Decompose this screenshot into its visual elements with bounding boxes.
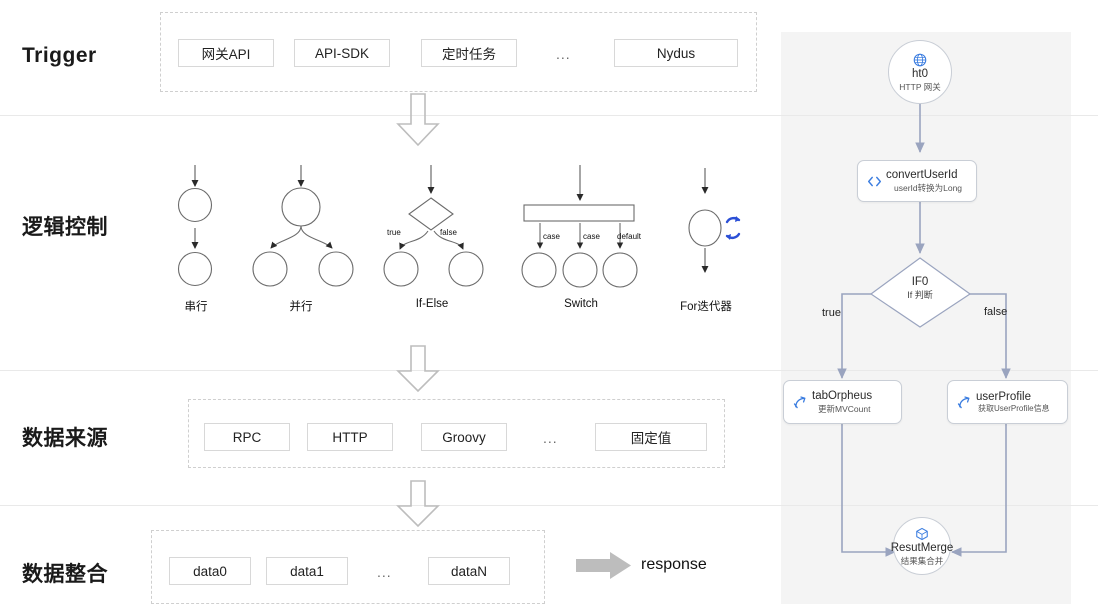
flow-node-ht0-subtitle: HTTP 网关 bbox=[899, 81, 941, 92]
flow-node-convertuserid-subtitle: userId转换为Long bbox=[894, 182, 963, 193]
rpc-arrow-icon bbox=[956, 394, 972, 410]
switch-edge-label-case-1: case bbox=[543, 232, 560, 241]
source-chip-rpc[interactable]: RPC bbox=[204, 423, 290, 451]
rpc-arrow-icon bbox=[792, 394, 808, 410]
cube-icon bbox=[914, 526, 930, 542]
flow-node-resutmerge-subtitle: 结果集合并 bbox=[900, 555, 944, 566]
response-label: response bbox=[641, 556, 707, 573]
code-icon bbox=[866, 173, 882, 189]
flow-arrow-trigger-to-logic bbox=[396, 93, 440, 147]
flow-node-taborpheus-subtitle: 更新MVCount bbox=[818, 403, 871, 414]
section-separator-3 bbox=[0, 505, 1098, 506]
trigger-ellipsis: ... bbox=[556, 46, 571, 62]
flow-node-resutmerge-title: ResutMerge bbox=[890, 542, 954, 555]
switch-edge-label-case-2: case bbox=[583, 232, 600, 241]
logic-caption-if-else: If-Else bbox=[415, 298, 449, 310]
trigger-chip-nydus[interactable]: Nydus bbox=[614, 39, 738, 67]
source-chip-http[interactable]: HTTP bbox=[307, 423, 393, 451]
section-label-source: 数据来源 bbox=[22, 427, 108, 450]
flow-edge-label-true: true bbox=[822, 307, 841, 319]
flow-node-userprofile-title: userProfile bbox=[976, 390, 1031, 403]
merge-ellipsis: ... bbox=[377, 564, 392, 580]
flow-node-taborpheus[interactable]: tabOrpheus 更新MVCount bbox=[783, 380, 902, 424]
merge-chip-data1[interactable]: data1 bbox=[266, 557, 348, 585]
http-globe-icon bbox=[912, 52, 928, 68]
response-arrow-icon bbox=[576, 552, 631, 579]
logic-caption-parallel: 并行 bbox=[289, 301, 313, 313]
logic-caption-for: For迭代器 bbox=[680, 301, 732, 313]
source-ellipsis: ... bbox=[543, 430, 558, 446]
flow-node-resutmerge[interactable]: ResutMerge 结果集合并 bbox=[890, 517, 954, 575]
trigger-chip-api-sdk[interactable]: API-SDK bbox=[294, 39, 390, 67]
section-separator-2 bbox=[0, 370, 1098, 371]
section-label-trigger: Trigger bbox=[22, 44, 97, 67]
source-chip-fixed-value[interactable]: 固定值 bbox=[595, 423, 707, 451]
if-else-edge-label-false: false bbox=[440, 228, 457, 237]
merge-chip-dataN[interactable]: dataN bbox=[428, 557, 510, 585]
logic-caption-switch: Switch bbox=[564, 298, 598, 310]
if-else-edge-label-true: true bbox=[387, 228, 401, 237]
flow-node-convertuserid-title: convertUserId bbox=[886, 169, 958, 182]
switch-edge-label-default: default bbox=[617, 232, 642, 241]
flow-node-userprofile[interactable]: userProfile 获取UserProfile信息 bbox=[947, 380, 1068, 424]
logic-caption-serial: 串行 bbox=[184, 301, 208, 313]
flow-node-taborpheus-title: tabOrpheus bbox=[812, 390, 873, 403]
section-label-logic: 逻辑控制 bbox=[22, 216, 108, 239]
flow-arrow-logic-to-source bbox=[396, 345, 440, 393]
source-chip-groovy[interactable]: Groovy bbox=[421, 423, 507, 451]
section-label-merge: 数据整合 bbox=[22, 563, 108, 586]
trigger-group-box bbox=[160, 12, 757, 92]
flow-edge-label-false: false bbox=[984, 306, 1008, 318]
section-separator-1 bbox=[0, 115, 1098, 116]
source-group-box bbox=[188, 399, 725, 468]
flow-node-convertuserid[interactable]: convertUserId userId转换为Long bbox=[857, 160, 977, 202]
flow-node-ht0-title: ht0 bbox=[912, 68, 928, 81]
trigger-chip-scheduled-task[interactable]: 定时任务 bbox=[421, 39, 517, 67]
trigger-chip-gateway-api[interactable]: 网关API bbox=[178, 39, 274, 67]
flow-node-userprofile-subtitle: 获取UserProfile信息 bbox=[978, 403, 1050, 413]
merge-chip-data0[interactable]: data0 bbox=[169, 557, 251, 585]
flow-arrow-source-to-merge bbox=[396, 480, 440, 528]
flow-node-ht0[interactable]: ht0 HTTP 网关 bbox=[888, 40, 952, 104]
